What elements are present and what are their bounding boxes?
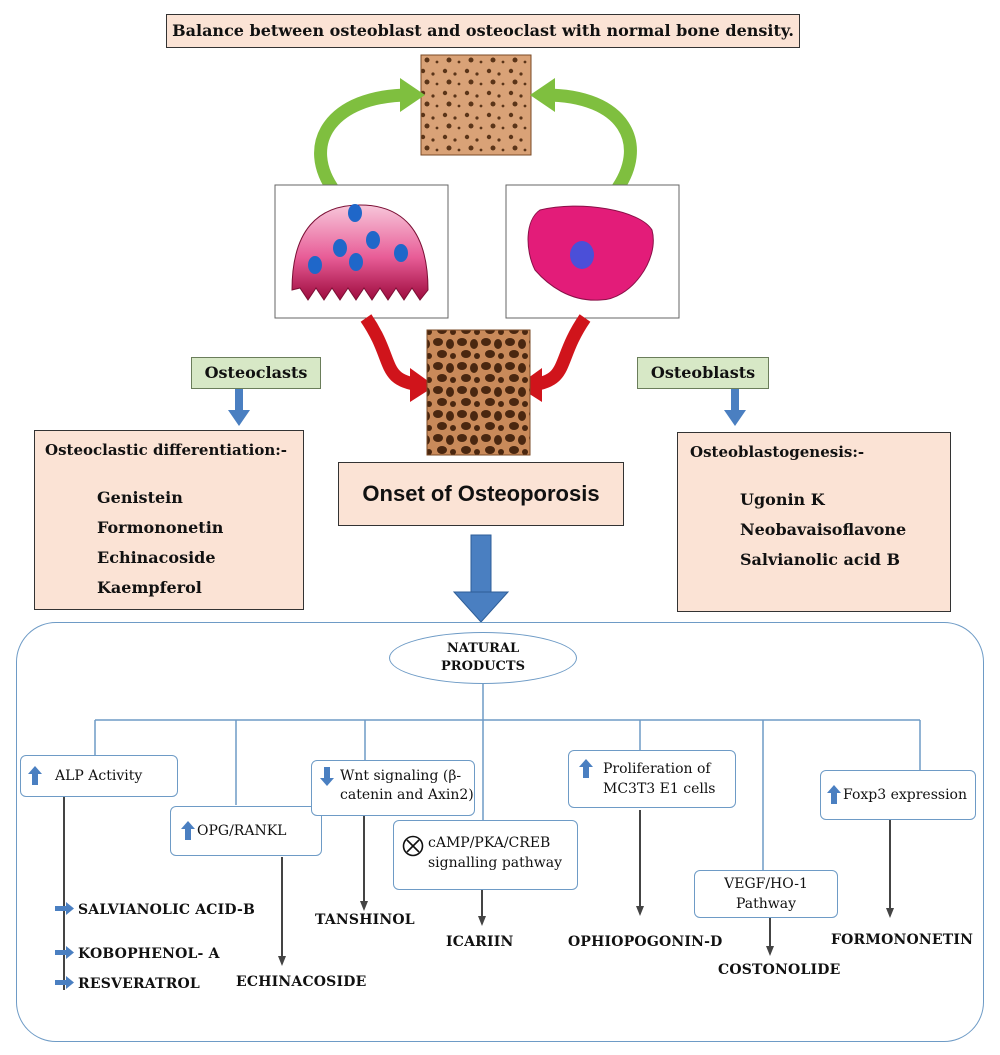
osteoblast-panel: Osteoblastogenesis:- Ugonin K Neobavaiso…: [677, 432, 951, 612]
osteoclasts-label: Osteoclasts: [191, 357, 321, 389]
osteoclast-cell-icon: [291, 204, 429, 301]
natural-products-hub: NATURAL PRODUCTS: [389, 632, 577, 684]
bone-remodeling-illustration: [228, 54, 746, 623]
red-arrow-right: [530, 314, 591, 392]
mechanism-proliferation: Proliferation of MC3T3 E1 cells: [568, 750, 736, 808]
osteoclast-panel: Osteoclastic differentiation:- Genistein…: [34, 430, 304, 610]
mechanism-alp-activity: ALP Activity: [20, 755, 178, 797]
up-arrow-icon: [181, 821, 195, 840]
list-item: Echinacoside: [97, 548, 216, 567]
up-arrow-icon: [579, 759, 593, 778]
list-item: Ugonin K: [740, 490, 825, 509]
compound-label: TANSHINOL: [315, 912, 415, 928]
list-item: Formononetin: [97, 518, 224, 537]
up-arrow-icon: [827, 785, 841, 804]
list-item: Neobavaisoflavone: [740, 520, 907, 539]
mechanism-camp-pka-creb: cAMP/PKA/CREB signalling pathway: [393, 820, 578, 890]
osteoblasts-label: Osteoblasts: [637, 357, 769, 389]
mechanism-label-line2: catenin and Axin2): [340, 787, 474, 803]
mechanism-label: Foxp3 expression: [843, 787, 968, 803]
mechanism-label-line2: MC3T3 E1 cells: [603, 781, 716, 797]
mechanism-label-line1: Proliferation of: [603, 761, 711, 777]
osteoblast-drug-list: Ugonin K Neobavaisoflavone Salvianolic a…: [740, 485, 906, 575]
diagram-title: Balance between osteoblast and osteoclas…: [166, 14, 800, 48]
compound-label: RESVERATROL: [78, 976, 200, 992]
red-arrow-left: [360, 314, 422, 392]
compound-label: ECHINACOSIDE: [236, 974, 367, 990]
osteoclast-panel-heading: Osteoclastic differentiation:-: [45, 441, 288, 459]
mechanism-label-line2: signalling pathway: [428, 855, 563, 871]
inhibit-icon: [402, 835, 424, 857]
down-arrow-icon: [320, 767, 334, 786]
compound-label: OPHIOPOGONIN-D: [568, 934, 723, 950]
mechanism-label-line1: Wnt signaling (β-: [340, 768, 462, 784]
natural-products-panel: [16, 622, 984, 1042]
compound-label: FORMONONETIN: [831, 932, 974, 948]
list-item: Genistein: [97, 488, 183, 507]
compound-label: COSTONOLIDE: [718, 962, 841, 978]
list-item: Salvianolic acid B: [740, 550, 900, 569]
mechanism-label-line2: Pathway: [735, 896, 797, 912]
mechanism-label-line1: VEGF/HO-1: [724, 876, 808, 892]
natural-products-connectors: [55, 682, 921, 990]
compound-label: KOBOPHENOL- A: [78, 946, 220, 962]
hub-label-line2: PRODUCTS: [441, 659, 525, 674]
green-arrow-left: [314, 88, 411, 196]
compound-label: ICARIIN: [446, 934, 514, 950]
mechanism-label-line1: cAMP/PKA/CREB: [428, 835, 551, 851]
big-down-arrow: [470, 534, 492, 596]
onset-of-osteoporosis-box: Onset of Osteoporosis: [338, 462, 624, 526]
mechanism-opg-rankl: OPG/RANKL: [170, 806, 322, 856]
osteoblast-panel-heading: Osteoblastogenesis:-: [690, 443, 865, 461]
green-arrow-right: [544, 88, 637, 196]
mechanism-vegf-ho1: VEGF/HO-1 Pathway: [694, 870, 838, 918]
up-arrow-icon: [28, 766, 42, 785]
list-item: Kaempferol: [97, 578, 202, 597]
mechanism-wnt-signaling: Wnt signaling (β- catenin and Axin2): [311, 760, 475, 816]
osteoclast-drug-list: Genistein Formononetin Echinacoside Kaem…: [97, 483, 223, 603]
mechanism-label: OPG/RANKL: [197, 823, 287, 839]
compound-label: SALVIANOLIC ACID-B: [78, 902, 256, 918]
mechanism-foxp3: Foxp3 expression: [820, 770, 976, 820]
mechanism-label: ALP Activity: [55, 768, 143, 784]
osteoporotic-bone-image: [426, 329, 531, 456]
hub-label-line1: NATURAL: [446, 641, 520, 656]
normal-bone-image: [420, 54, 532, 156]
